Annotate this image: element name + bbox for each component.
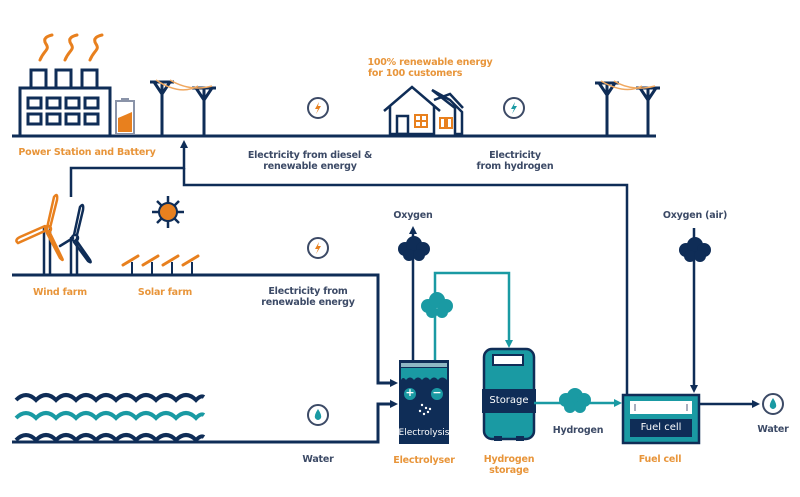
oxygen-air-label: Oxygen (air) <box>662 210 728 221</box>
house-icon <box>383 85 464 136</box>
arrow-down-icon <box>690 385 698 393</box>
solar-panel-icon <box>121 254 200 275</box>
electricity-renewable-label: Electricity from renewable energy <box>248 286 368 308</box>
electricity-renewable-label-line2: renewable energy <box>261 297 355 308</box>
solar-farm-label: Solar farm <box>137 287 193 298</box>
power-station-icon <box>18 68 112 138</box>
smoke-icon <box>38 33 104 62</box>
bolt-icon <box>307 237 329 259</box>
water-out-label: Water <box>757 424 789 435</box>
power-wire-icon <box>155 79 213 91</box>
electricity-diesel-label-line2: renewable energy <box>263 161 357 172</box>
connector-fuelcell-to-grid <box>182 168 629 395</box>
power-wire-icon <box>600 80 656 91</box>
minus-icon: − <box>432 386 442 399</box>
fuel-cell-box-label: Fuel cell <box>640 422 682 433</box>
power-station-label: Power Station and Battery <box>18 147 156 158</box>
water-waves-icon <box>14 393 206 443</box>
water-drop-icon <box>307 404 329 426</box>
hydrogen-label: Hydrogen <box>552 425 604 436</box>
wind-turbine-icon <box>15 193 64 277</box>
electrolyser-label: Electrolyser <box>393 455 455 466</box>
customers-label-line1: 100% renewable energy <box>367 57 493 68</box>
customers-label-line2: for 100 customers <box>368 68 463 79</box>
plus-icon: + <box>405 386 415 399</box>
arrow-down-icon <box>505 340 513 348</box>
house-windows-icon <box>414 114 453 129</box>
hydrogen-cloud-icon <box>559 388 591 413</box>
electricity-hydrogen-label-line2: from hydrogen <box>476 161 554 172</box>
water-in-label: Water <box>302 454 334 465</box>
oxygen-label: Oxygen <box>393 210 433 221</box>
renewable-ground-line <box>12 273 392 385</box>
connector-renewables-to-grid <box>69 146 186 197</box>
customers-label: 100% renewable energy for 100 customers <box>360 57 500 79</box>
sun-icon <box>152 196 184 228</box>
electricity-hydrogen-label: Electricity from hydrogen <box>460 150 570 172</box>
wind-turbine-icon <box>58 203 92 277</box>
arrow-right-icon <box>614 399 622 407</box>
fuel-cell-label: Fuel cell <box>638 454 682 465</box>
wind-farm-label: Wind farm <box>33 287 87 298</box>
arrow-up-icon <box>409 226 417 234</box>
electricity-hydrogen-label-line1: Electricity <box>489 150 541 161</box>
hydrogen-line-to-storage <box>433 271 511 362</box>
water-drop-icon <box>762 393 784 415</box>
arrow-right-icon <box>752 400 760 408</box>
arrow-right-icon <box>390 400 398 408</box>
oxygen-cloud-icon <box>398 236 430 261</box>
electricity-diesel-label: Electricity from diesel & renewable ener… <box>235 150 385 172</box>
electrolyser-icon <box>399 360 449 444</box>
hydrogen-storage-icon <box>482 347 536 441</box>
bolt-icon <box>307 97 329 119</box>
arrow-up-icon <box>180 140 188 148</box>
electrolysis-box-label: Electrolysis <box>398 428 450 438</box>
power-pole-icon <box>595 81 660 136</box>
fuel-cell-icon <box>621 393 701 445</box>
hydrogen-storage-label-line1: Hydrogen <box>483 454 535 465</box>
hydrogen-cloud-icon <box>421 292 453 318</box>
electricity-renewable-label-line1: Electricity from <box>268 286 348 297</box>
bolt-icon <box>503 97 525 119</box>
hydrogen-storage-label-line2: storage <box>489 465 529 476</box>
hydrogen-storage-label: Hydrogen storage <box>474 454 544 476</box>
battery-icon <box>115 98 135 135</box>
water-ground-line <box>12 402 392 444</box>
electricity-diesel-label-line1: Electricity from diesel & <box>247 150 373 161</box>
oxygen-cloud-icon <box>679 237 711 262</box>
storage-box-label: Storage <box>489 395 529 406</box>
arrow-right-icon <box>390 379 398 387</box>
